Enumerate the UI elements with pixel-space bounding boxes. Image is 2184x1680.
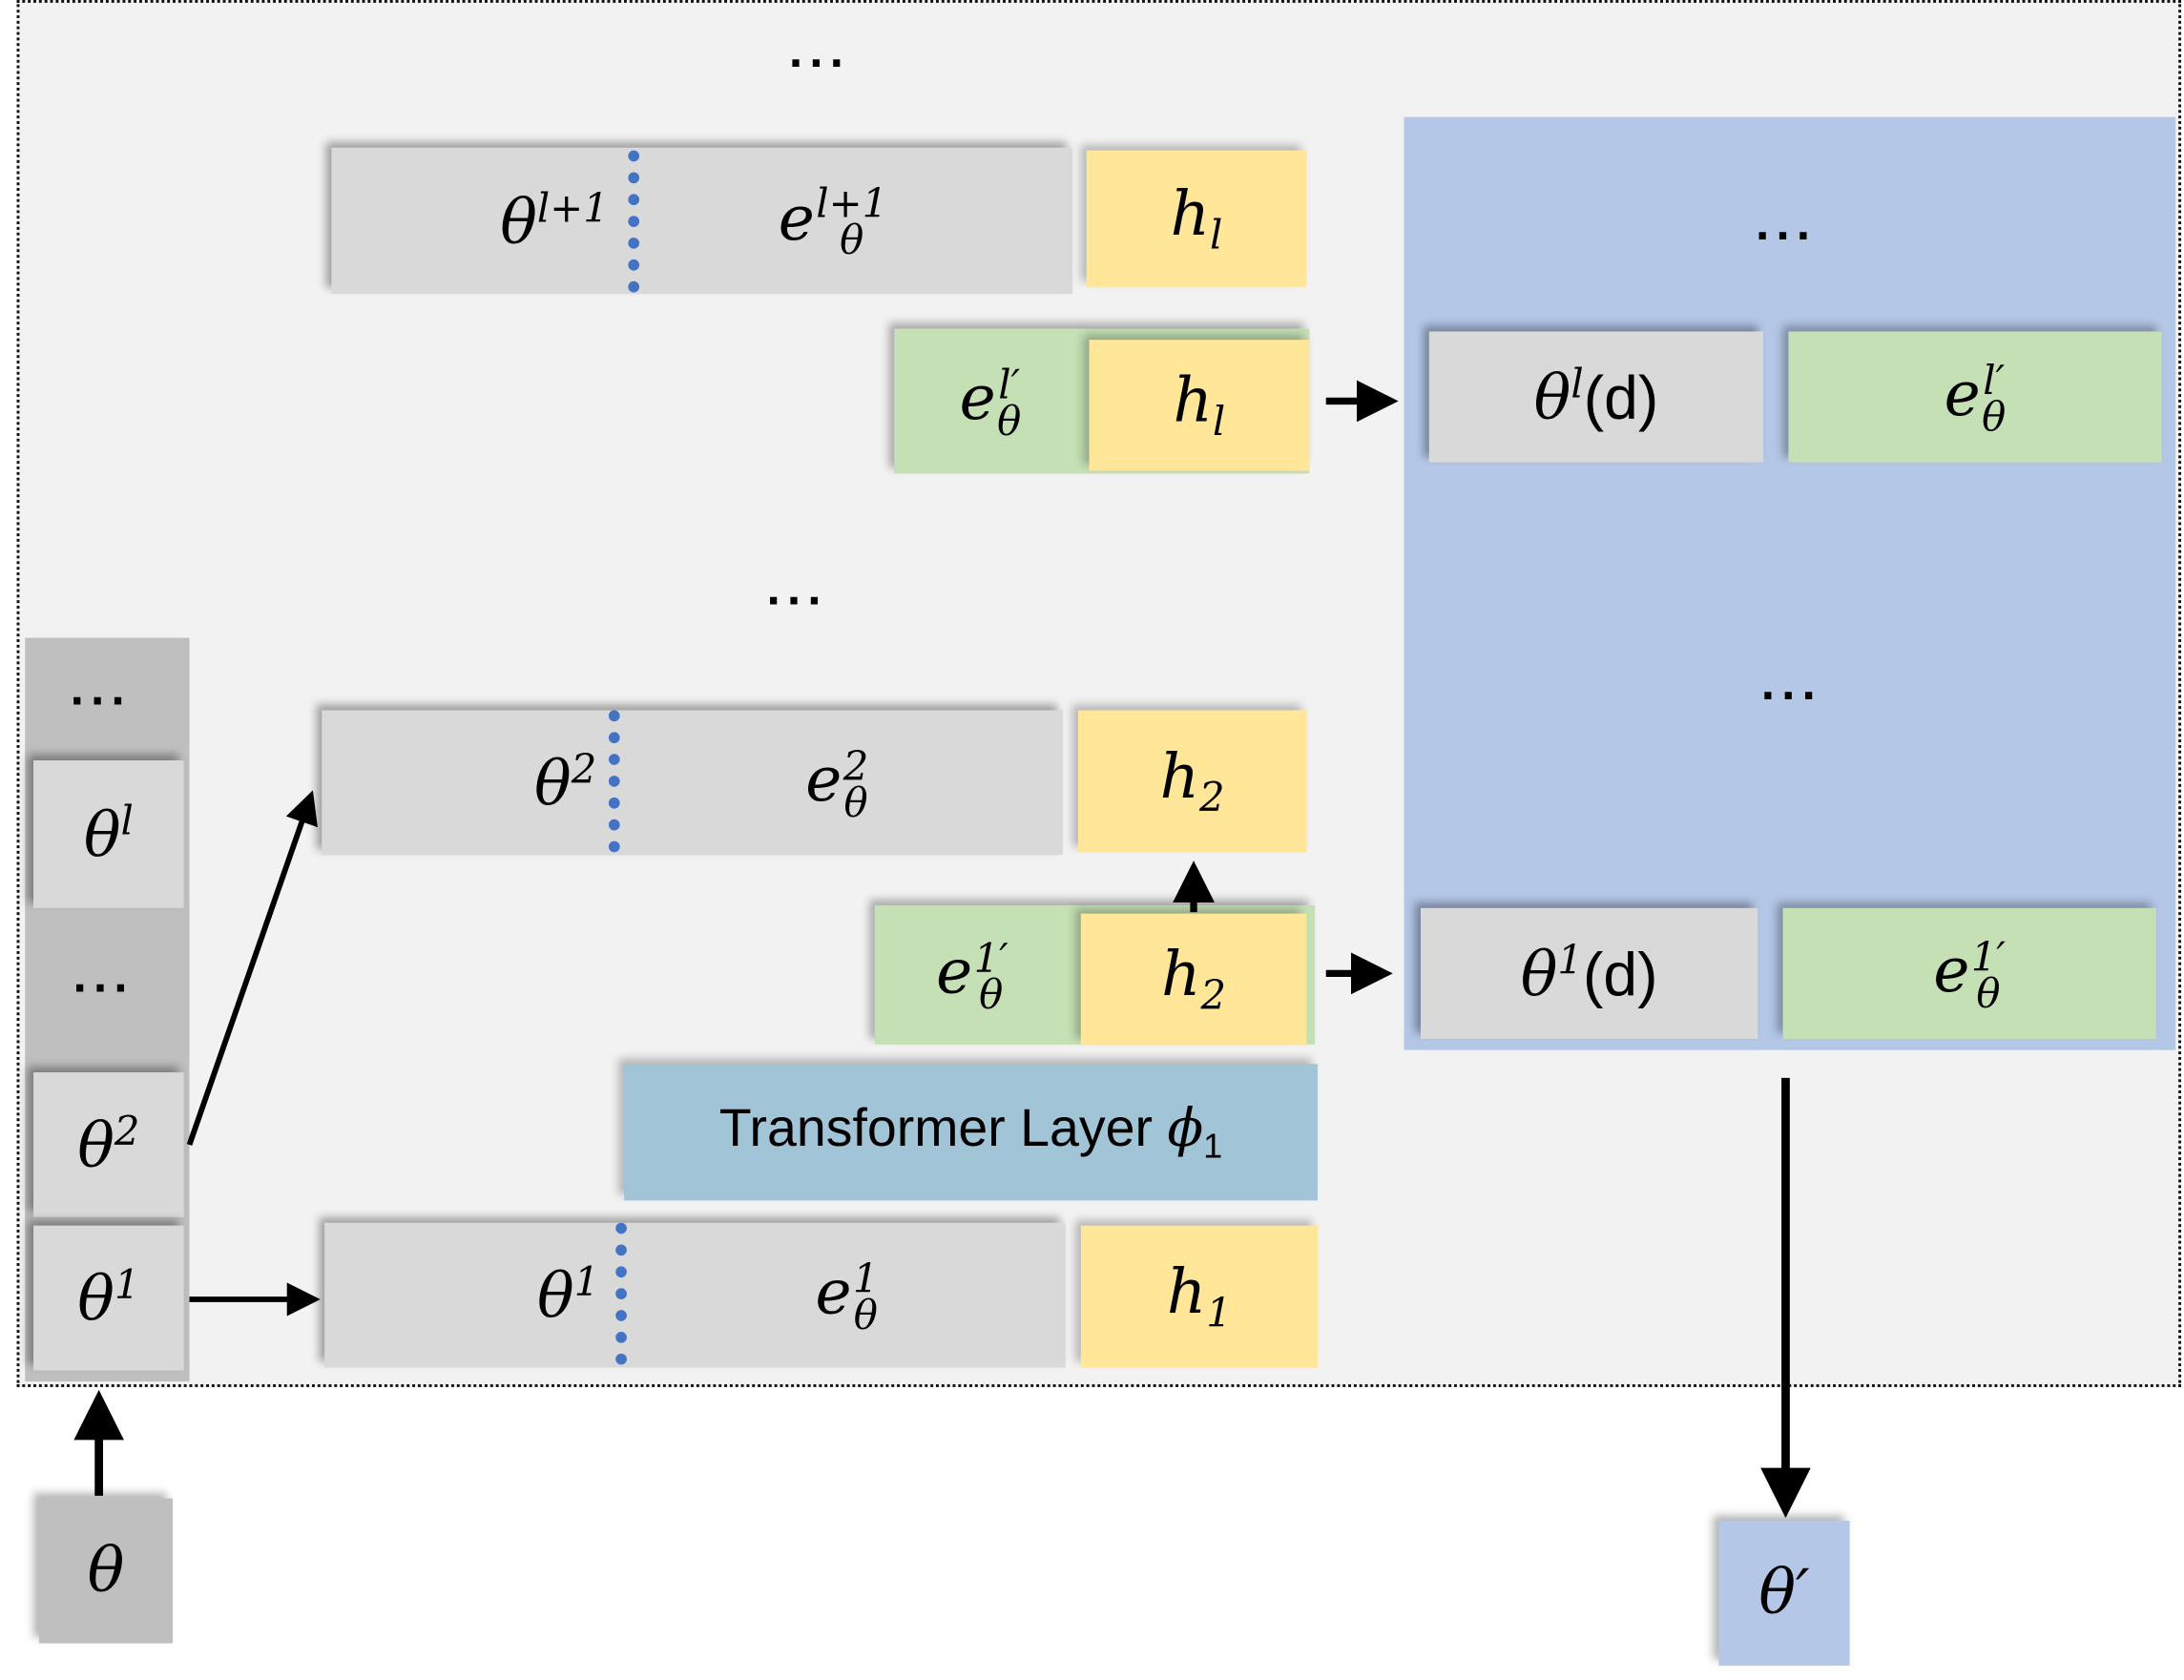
hidden-state-h2: h2: [1080, 913, 1307, 1045]
emb-sup: l+1: [816, 179, 888, 228]
stack-ellipsis-top: ...: [69, 668, 132, 715]
h-base: h: [1173, 365, 1213, 437]
theta-sup: l: [1570, 359, 1584, 407]
h-sub: 2: [1200, 971, 1227, 1019]
decoder-theta-1: θ1(d): [1420, 907, 1758, 1040]
theta-l-plus-1: θl+1: [470, 183, 637, 258]
emb-base: e: [805, 744, 842, 817]
phi-sub: 1: [1203, 1128, 1223, 1167]
h-sub: l: [1209, 211, 1223, 259]
emb-sup: l′: [1983, 356, 2006, 404]
emb-sup: 1′: [1970, 932, 2006, 981]
stack-item-theta-2: θ2: [33, 1072, 184, 1217]
emb-base: e: [936, 937, 973, 1008]
emb-sub: θ: [997, 396, 1022, 444]
theta-suffix: (d): [1583, 364, 1659, 433]
hidden-state-h2-top: h2: [1077, 710, 1307, 853]
h-sub: 1: [1206, 1288, 1232, 1337]
theta-base: θ: [534, 749, 572, 820]
theta-sup: 2: [114, 1107, 140, 1155]
emb-sub: θ: [853, 1290, 878, 1338]
emb-sub: θ: [979, 969, 1004, 1018]
emb-sub: θ: [840, 216, 864, 263]
emb-sup: 1′: [973, 934, 1009, 982]
theta-sup: 2: [571, 745, 597, 793]
stack-ellipsis-middle: ...: [72, 955, 135, 1002]
divider-line: [628, 150, 640, 293]
arrow-theta2-to-row2: [186, 790, 318, 1146]
emb-sup: 2: [842, 741, 869, 790]
h-base: h: [1170, 178, 1210, 251]
decoder-ellipsis-top: ...: [1755, 203, 1817, 250]
theta-base: θ: [77, 1264, 114, 1336]
theta-base: θ: [1520, 940, 1558, 1011]
theta-1: θ1: [506, 1257, 631, 1332]
emb-base: e: [1933, 935, 1970, 1007]
stack-item-theta-l: θl: [33, 760, 184, 908]
divider-line: [615, 1222, 627, 1365]
h-base: h: [1161, 939, 1201, 1011]
decoder-ellipsis-middle: ...: [1760, 662, 1822, 710]
hidden-state-h1: h1: [1080, 1225, 1318, 1368]
output-symbol: θ′: [1758, 1557, 1810, 1629]
h-sub: 2: [1198, 773, 1225, 821]
theta-sup: 1: [1557, 936, 1583, 984]
theta-sup: 1: [114, 1260, 140, 1309]
emb-base: e: [1944, 359, 1981, 430]
transformer-label: Transformer Layer ϕ1: [624, 1097, 1318, 1168]
theta-sup: l+1: [536, 183, 609, 231]
hidden-state-hl: hl: [1089, 340, 1310, 471]
ellipsis-top: ...: [788, 31, 850, 77]
theta-2: θ2: [503, 745, 628, 819]
output-theta-prime: θ′: [1718, 1521, 1850, 1666]
transformer-text: Transformer Layer: [718, 1099, 1168, 1159]
decoder-theta-l: θl(d): [1428, 331, 1764, 463]
theta-base: θ: [536, 1261, 574, 1333]
hidden-state-hl-top: hl: [1086, 150, 1307, 287]
emb-base: e: [815, 1257, 852, 1329]
theta-base: θ: [500, 187, 537, 259]
ellipsis-middle: ...: [765, 568, 828, 614]
emb-sub: θ: [1976, 968, 2001, 1016]
input-theta: θ: [38, 1498, 174, 1644]
emb-sup: l′: [998, 360, 1021, 408]
layer-stack: ... θl ... θ2 θ1: [25, 637, 190, 1382]
emb-base: e: [778, 182, 815, 255]
theta-sup: l: [120, 797, 134, 844]
h-sub: l: [1212, 397, 1226, 446]
phi-symbol: ϕ: [1167, 1096, 1204, 1159]
theta-base: θ: [83, 800, 121, 872]
emb-sub: θ: [1982, 391, 2007, 440]
theta-base: θ: [77, 1110, 114, 1183]
emb-sub: θ: [843, 778, 868, 825]
emb-sup: 1: [853, 1254, 879, 1302]
input-symbol: θ: [87, 1535, 125, 1607]
h-base: h: [1159, 741, 1199, 813]
theta-suffix: (d): [1582, 941, 1658, 1010]
theta-base: θ: [1533, 363, 1571, 435]
emb-base: e: [959, 363, 996, 435]
h-base: h: [1166, 1256, 1207, 1329]
theta-sup: 1: [573, 1257, 600, 1306]
stack-item-theta-1: θ1: [33, 1225, 184, 1371]
transformer-layer: Transformer Layer ϕ1: [623, 1064, 1318, 1201]
divider-line: [608, 710, 620, 853]
